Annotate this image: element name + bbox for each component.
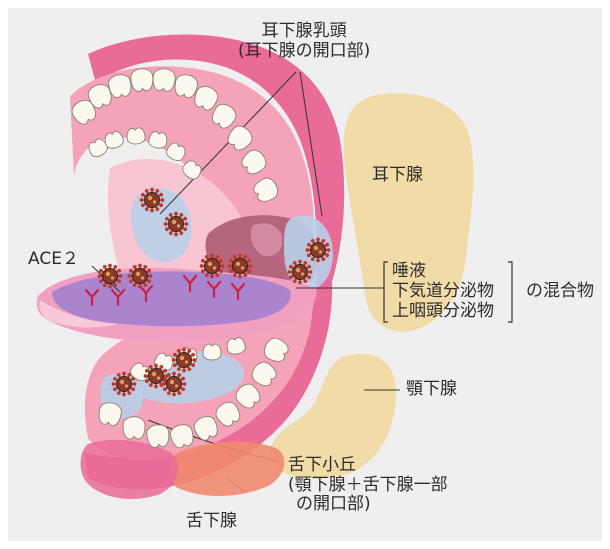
label-parotid-papilla-sub: (耳下腺の開口部) — [238, 42, 370, 62]
tooth — [130, 68, 154, 92]
label-mixture: の混合物 — [526, 282, 594, 302]
tooth — [152, 68, 176, 92]
tooth — [203, 344, 221, 360]
tooth — [126, 127, 145, 144]
label-sublingual-caruncle-sub1: (顎下腺＋舌下腺一部 — [288, 476, 448, 496]
label-submandibular-gland: 顎下腺 — [406, 380, 457, 400]
label-ace2: ACE２ — [28, 250, 79, 270]
label-parotid-papilla: 耳下腺乳頭 — [238, 22, 370, 42]
label-parotid-gland: 耳下腺 — [372, 166, 423, 186]
label-sublingual-caruncle-block: 舌下小丘 (顎下腺＋舌下腺一部 の開口部) — [288, 456, 448, 515]
label-lower-airway: 下気道分泌物 — [392, 282, 494, 302]
label-saliva: 唾液 — [392, 262, 426, 282]
label-upper-pharynx: 上咽頭分泌物 — [392, 302, 494, 322]
label-sublingual-caruncle: 舌下小丘 — [288, 456, 448, 476]
tooth — [146, 424, 170, 448]
label-sublingual-gland: 舌下腺 — [186, 512, 237, 532]
label-sublingual-caruncle-sub2: の開口部) — [288, 495, 448, 515]
tongue-secretion-spot — [52, 271, 291, 326]
tooth — [123, 417, 145, 439]
label-parotid-papilla-block: 耳下腺乳頭 (耳下腺の開口部) — [238, 22, 370, 61]
